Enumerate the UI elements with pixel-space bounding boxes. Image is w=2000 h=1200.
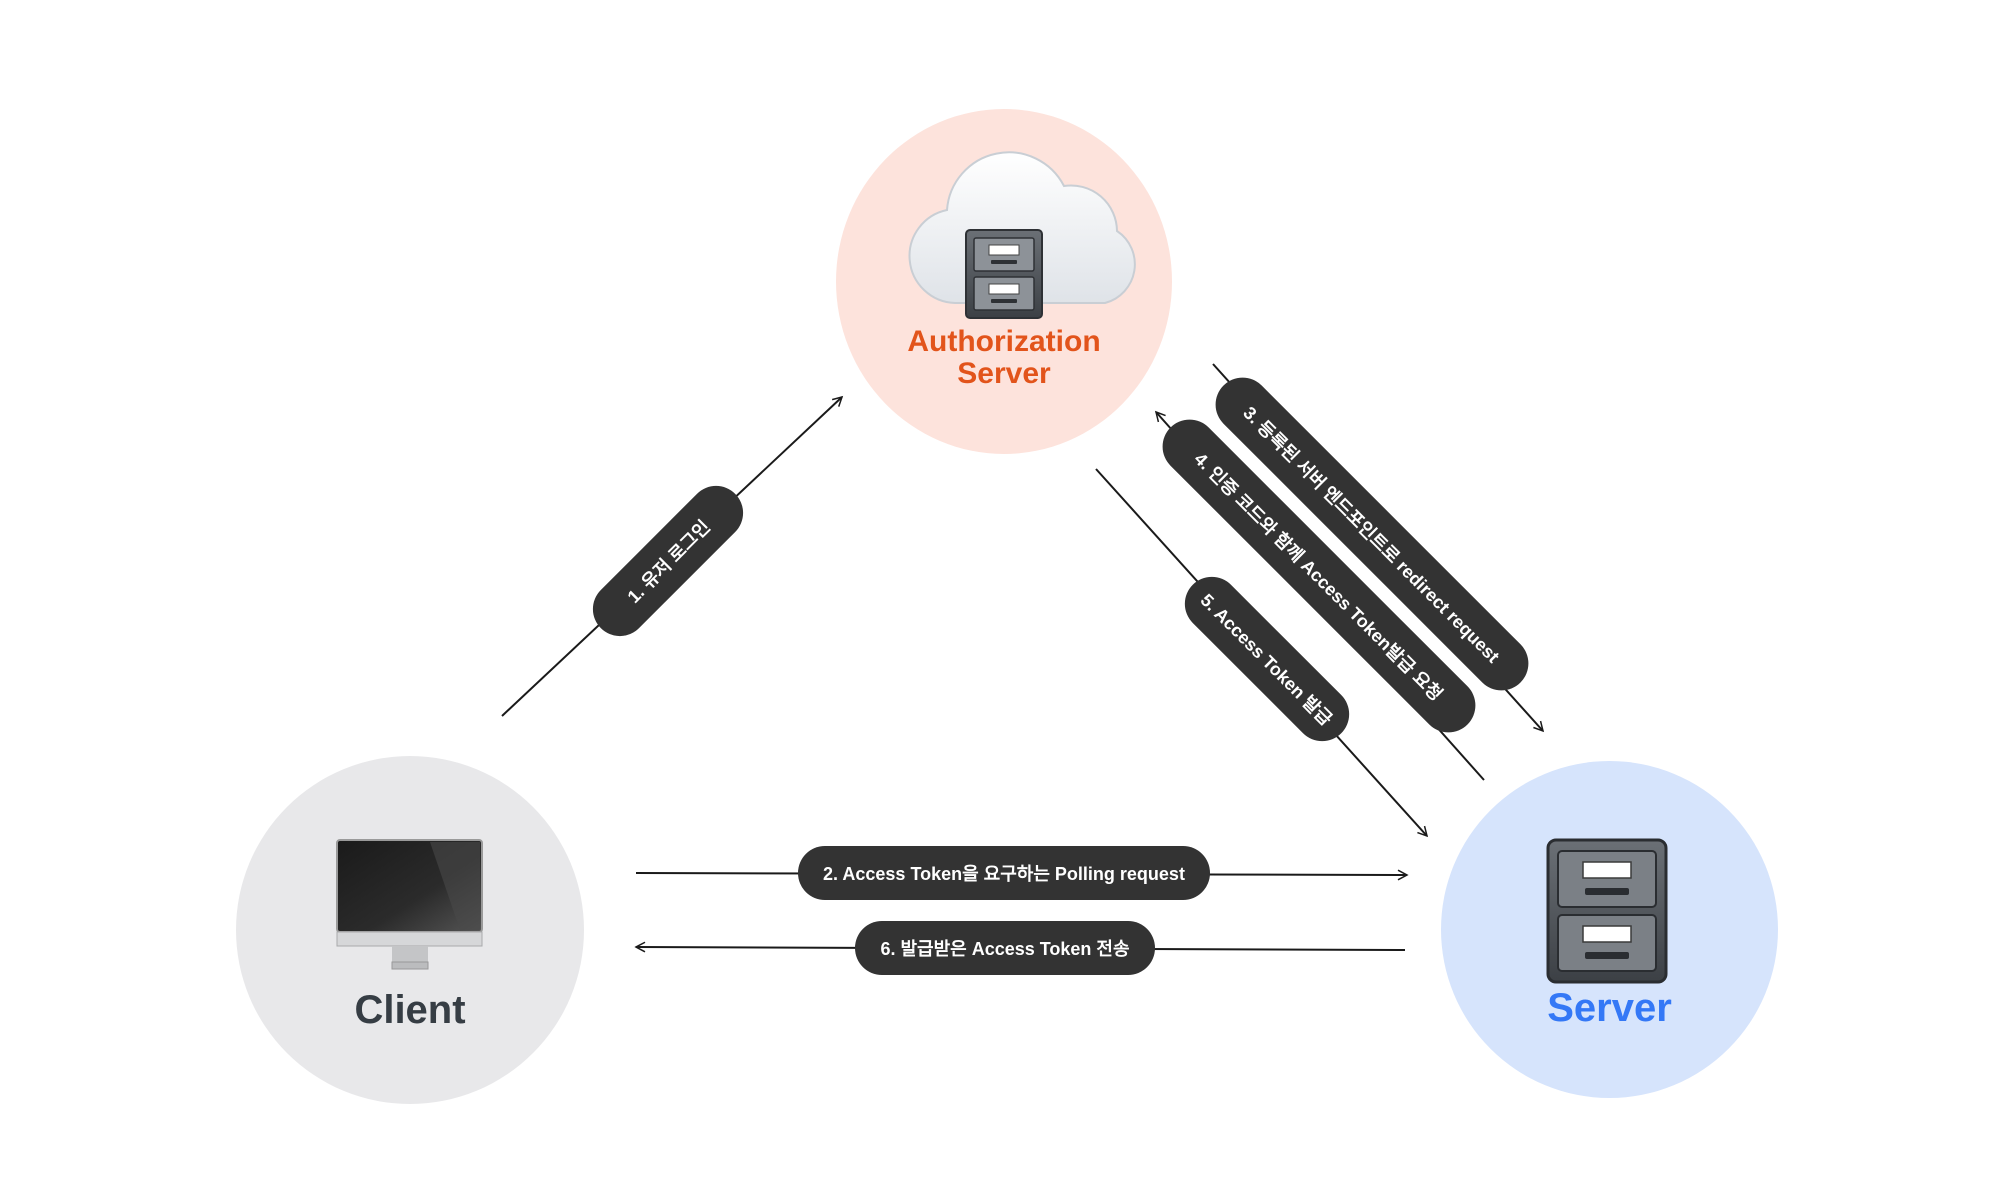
step2-label: 2. Access Token을 요구하는 Polling request [798, 846, 1210, 900]
cloud-server-icon [908, 151, 1136, 319]
monitor-icon [336, 839, 483, 970]
step6-label: 6. 발급받은 Access Token 전송 [855, 921, 1155, 975]
client-node: Client [236, 756, 584, 1104]
server-title: Server [1547, 986, 1672, 1030]
authorization-server-title-line1: Authorization [907, 325, 1101, 358]
authorization-server-title: Authorization Server [836, 326, 1172, 389]
client-title: Client [354, 988, 466, 1032]
file-cabinet-icon [1546, 838, 1668, 984]
authorization-server-title-line2: Server [957, 356, 1051, 390]
